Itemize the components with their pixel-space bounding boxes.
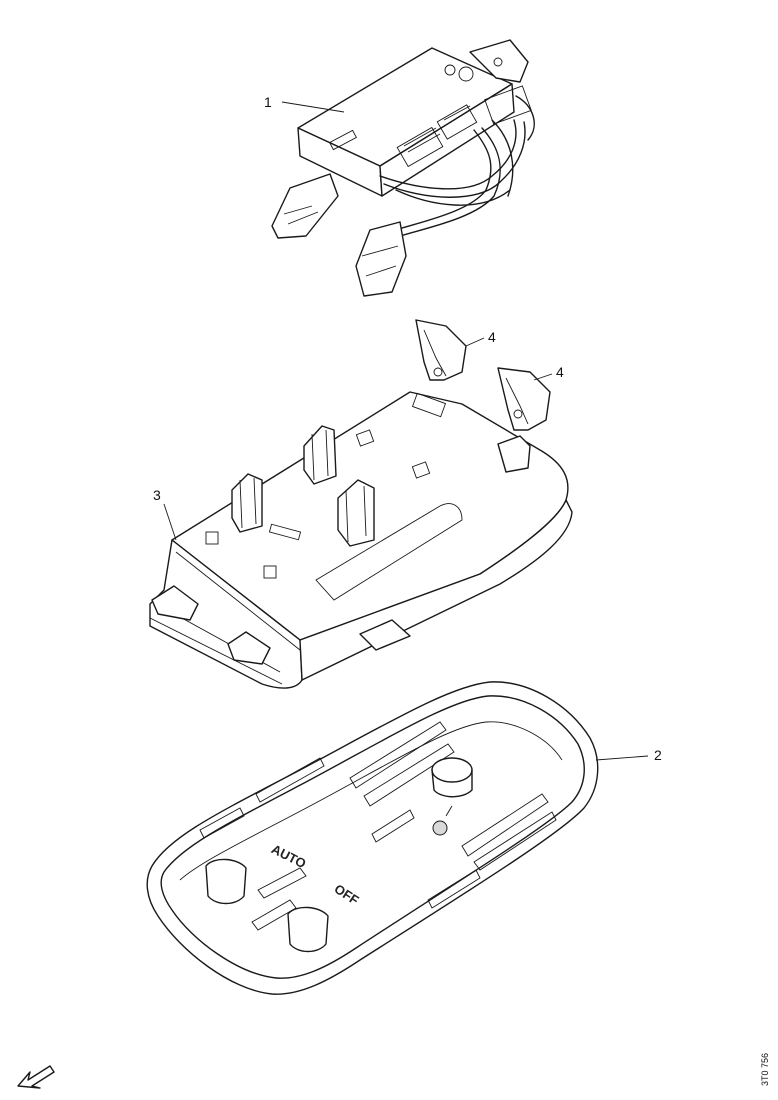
arrow-down-left-icon xyxy=(17,1065,55,1089)
part-1-control-module: 1 xyxy=(264,39,535,297)
part-2-tray: AUTO OFF 2 xyxy=(146,681,662,995)
callout-4a-label: 4 xyxy=(488,329,496,345)
callout-2-label: 2 xyxy=(654,747,662,763)
callout-3-label: 3 xyxy=(153,487,161,503)
part-3-housing: 3 xyxy=(149,391,573,689)
callout-4b-label: 4 xyxy=(556,364,564,380)
part-4-clip-upper: 4 xyxy=(415,319,496,381)
part-4-clip-lower: 4 xyxy=(497,364,564,431)
callout-1-label: 1 xyxy=(264,94,272,110)
reference-code: 3T0 756 xyxy=(760,1053,770,1086)
